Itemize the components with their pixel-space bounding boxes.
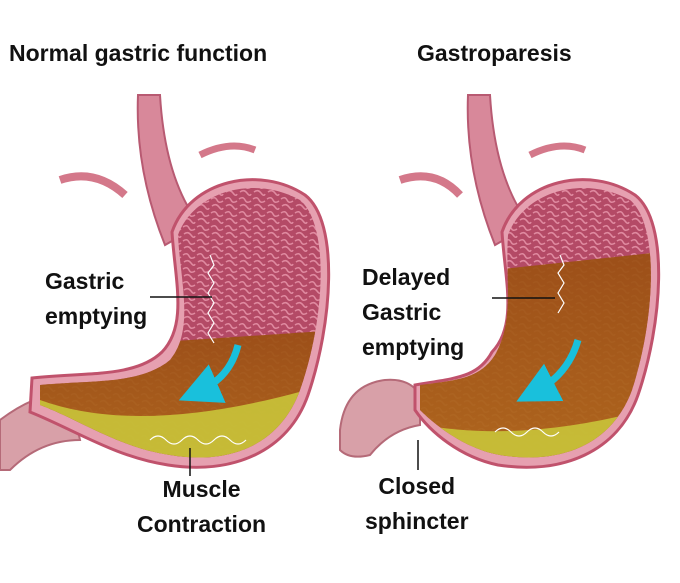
gastroparesis-title: Gastroparesis: [417, 40, 572, 66]
vessel-left: [58, 172, 128, 199]
duodenum: [339, 378, 421, 458]
normal-title: Normal gastric function: [9, 40, 268, 66]
label-line: Gastric: [362, 299, 442, 325]
emptying-arrow: [516, 338, 582, 402]
label-line: Muscle: [162, 476, 241, 502]
label-line: Contraction: [137, 511, 267, 537]
label-line: Gastric: [45, 268, 125, 294]
closed-sphincter-label: Closed sphincter: [365, 469, 469, 539]
label-line: Closed: [378, 473, 456, 499]
label-line: emptying: [362, 334, 465, 360]
muscle-contraction-label: Muscle Contraction: [137, 472, 266, 542]
gastric-emptying-label: Gastric emptying: [45, 264, 147, 334]
delayed-emptying-label: Delayed Gastric emptying: [362, 260, 464, 365]
label-line: Delayed: [362, 264, 451, 290]
label-line: emptying: [45, 303, 148, 329]
emptying-arrow: [178, 344, 242, 403]
label-line: sphincter: [365, 508, 469, 534]
